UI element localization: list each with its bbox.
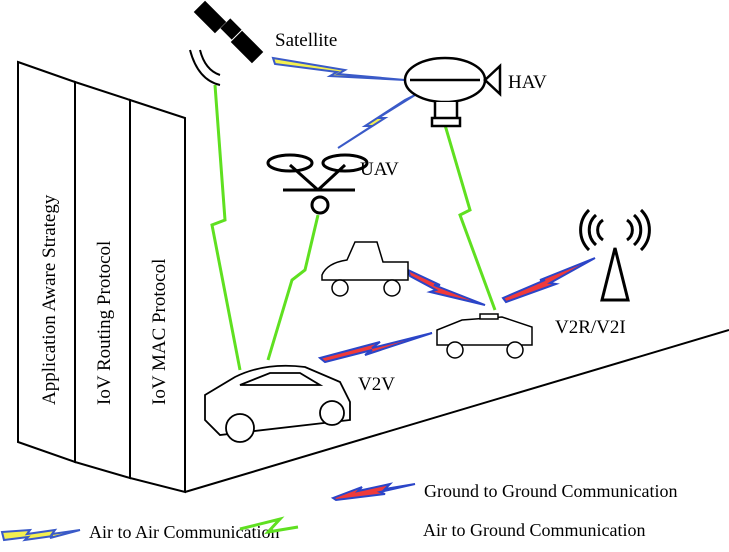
uav-label: UAV — [360, 159, 399, 180]
pickup-truck-icon — [321, 241, 409, 297]
link-hav-police — [443, 124, 497, 311]
legend-air-to-ground-label: Air to Ground Communication — [423, 520, 645, 540]
protocol-stack — [17, 60, 729, 494]
link-satellite-car — [210, 84, 242, 371]
layer-label-mac: IoV MAC Protocol — [149, 259, 170, 405]
sedan-car-icon — [204, 364, 351, 443]
legend: Ground to Ground Communication Air to Ai… — [0, 481, 677, 542]
ground-line — [184, 329, 729, 493]
legend-air-to-air-label: Air to Air Communication — [89, 522, 280, 542]
link-truck-police — [406, 268, 486, 306]
antenna-tower-icon — [579, 208, 651, 302]
legend-ground-to-ground-label: Ground to Ground Communication — [424, 481, 677, 501]
legend-air-to-air-icon — [0, 528, 81, 542]
satellite-icon — [189, 0, 264, 86]
satellite-label: Satellite — [275, 30, 337, 51]
link-car-police — [317, 332, 433, 364]
layer-label-application: Application Aware Strategy — [39, 194, 60, 405]
hav-blimp-icon — [403, 56, 502, 128]
link-hav-uav — [337, 94, 416, 149]
v2v-label: V2V — [358, 374, 395, 395]
link-satellite-hav — [271, 56, 406, 81]
police-car-icon — [436, 313, 533, 359]
ground-to-ground-links — [317, 257, 596, 364]
hav-label: HAV — [508, 72, 547, 93]
legend-ground-to-ground-icon — [330, 482, 416, 502]
link-uav-car — [266, 214, 320, 361]
air-to-ground-links — [210, 84, 497, 371]
legend-air-to-ground-icon — [239, 516, 299, 535]
air-to-air-links — [271, 56, 416, 149]
link-police-tower — [501, 257, 596, 304]
v2r-v2i-label: V2R/V2I — [555, 317, 626, 338]
uav-drone-icon — [266, 153, 369, 215]
layer-label-routing: IoV Routing Protocol — [94, 241, 115, 405]
